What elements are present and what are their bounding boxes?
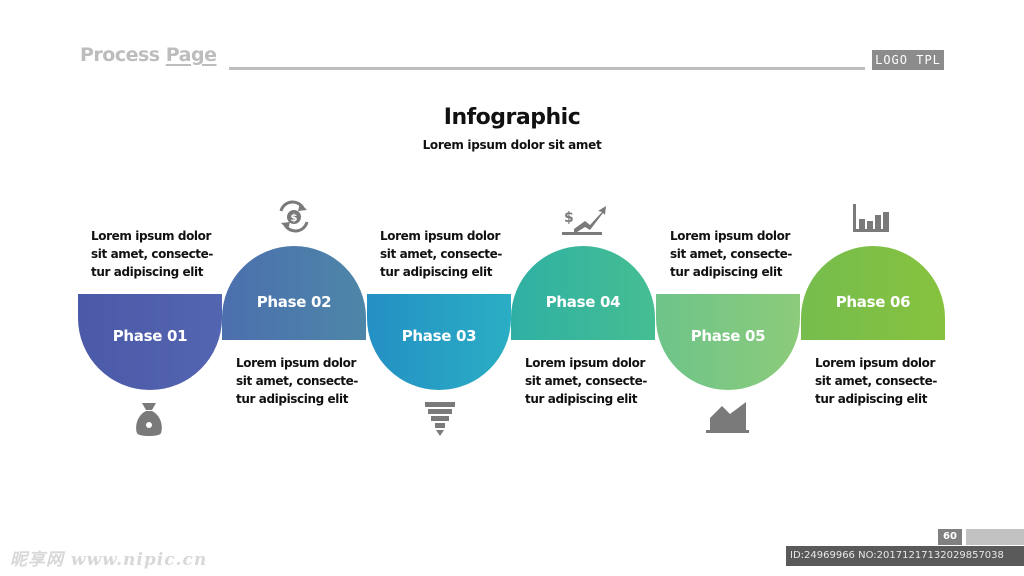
phase-02-description: Lorem ipsum dolor sit amet, consecte- tu… [236,354,386,408]
phase-02-shape [222,246,366,340]
page-number-bar [966,529,1024,545]
desc-line: tur adipiscing elit [525,392,638,406]
image-id-text: ID:24969966 NO:20171217132029857038 [790,550,1004,561]
infographic-title: Infographic [443,105,581,130]
header-rule [229,67,865,70]
desc-line: tur adipiscing elit [91,265,204,279]
desc-line: sit amet, consecte- [525,374,647,388]
phase-04-label: Phase 04 [546,293,621,311]
phase-06-label: Phase 06 [836,293,911,311]
desc-line: sit amet, consecte- [815,374,937,388]
svg-text:$: $ [291,213,298,224]
page-header-title: Process Page [80,44,217,66]
phase-06-shape [801,246,945,340]
desc-line: sit amet, consecte- [670,247,792,261]
desc-line: Lorem ipsum dolor [670,229,791,243]
page-number: 60 [938,529,962,545]
phase-01-shape [78,294,222,390]
phase-05-label: Phase 05 [691,327,766,345]
bar-chart-icon [853,204,889,232]
money-bag-icon [136,403,162,436]
desc-line: tur adipiscing elit [670,265,783,279]
phase-05-description: Lorem ipsum dolor sit amet, consecte- tu… [670,227,820,281]
phase-03-label: Phase 03 [402,327,477,345]
phase-01-label: Phase 01 [113,327,188,345]
phase-05-shape [656,294,800,390]
infographic-subtitle: Lorem ipsum dolor sit amet [422,138,602,152]
desc-line: Lorem ipsum dolor [380,229,501,243]
desc-line: sit amet, consecte- [236,374,358,388]
desc-line: Lorem ipsum dolor [91,229,212,243]
growth-chart-icon: $ [562,206,606,235]
area-chart-icon [706,402,749,433]
watermark: 昵享网 www.nipic.cn [10,550,208,570]
phase-04-shape [511,246,655,340]
header-title-word1: Process [80,44,160,66]
phase-02-label: Phase 02 [257,293,332,311]
svg-text:$: $ [564,210,574,226]
phase-01-description: Lorem ipsum dolor sit amet, consecte- tu… [91,227,241,281]
funnel-icon [425,402,455,436]
desc-line: tur adipiscing elit [380,265,493,279]
logo-badge: LOGO TPL [872,50,944,70]
phase-06-description: Lorem ipsum dolor sit amet, consecte- tu… [815,354,965,408]
phase-03-shape [367,294,511,390]
phase-03-description: Lorem ipsum dolor sit amet, consecte- tu… [380,227,530,281]
desc-line: Lorem ipsum dolor [236,356,357,370]
header-title-word2: Page [165,44,217,66]
desc-line: Lorem ipsum dolor [815,356,936,370]
desc-line: tur adipiscing elit [236,392,349,406]
desc-line: tur adipiscing elit [815,392,928,406]
phase-04-description: Lorem ipsum dolor sit amet, consecte- tu… [525,354,675,408]
desc-line: Lorem ipsum dolor [525,356,646,370]
desc-line: sit amet, consecte- [380,247,502,261]
desc-line: sit amet, consecte- [91,247,213,261]
image-id-bar [786,546,1024,566]
